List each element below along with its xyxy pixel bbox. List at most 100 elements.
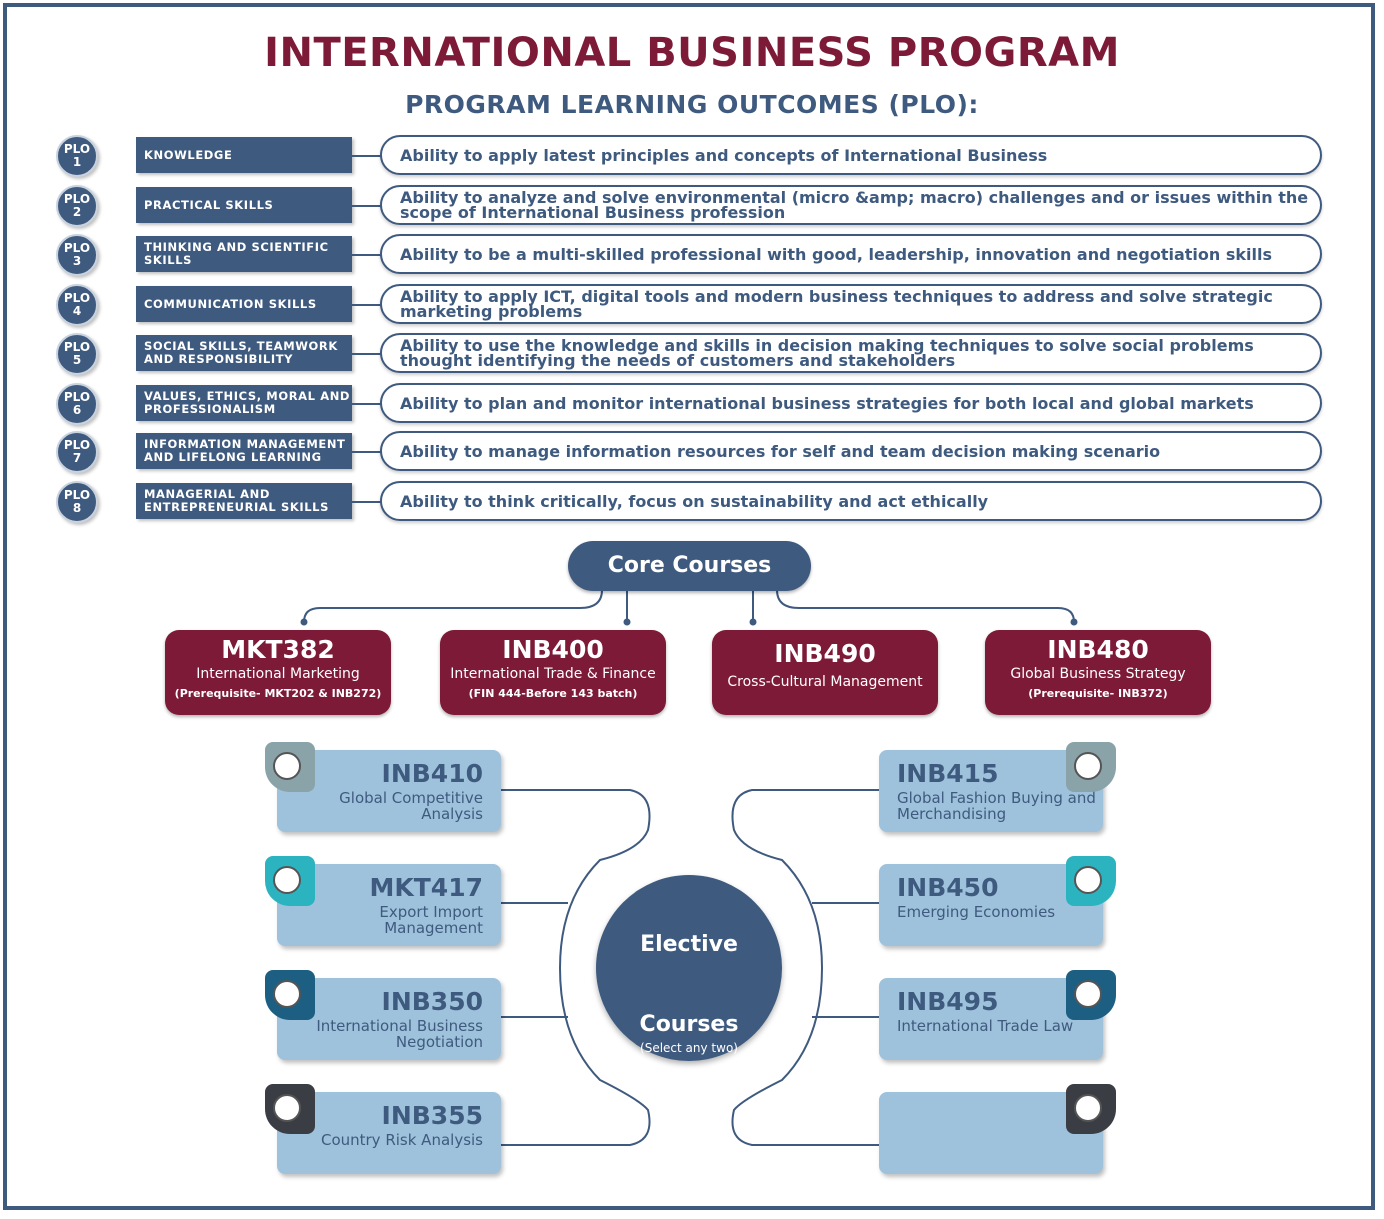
page-subtitle: PROGRAM LEARNING OUTCOMES (PLO):: [405, 90, 979, 119]
elective-course-code: INB495: [897, 987, 999, 1016]
course-tab-icon: [1066, 1084, 1116, 1134]
elective-course-name: Global Competitive Analysis: [339, 789, 483, 823]
plo-connector: [352, 205, 382, 207]
course-tab-icon: [1066, 970, 1116, 1020]
ring-icon: [1074, 866, 1102, 894]
course-tab-icon: [265, 856, 315, 906]
elective-note: (Select any two): [640, 1041, 738, 1055]
plo-category-label: VALUES, ETHICS, MORAL AND PROFESSIONALIS…: [136, 385, 352, 421]
plo-description: Ability to use the knowledge and skills …: [380, 333, 1322, 373]
plo-badge-tag: PLO: [63, 340, 91, 354]
plo-category-label: MANAGERIAL AND ENTREPRENEURIAL SKILLS: [136, 483, 352, 519]
core-course-name: International Marketing: [196, 666, 360, 682]
plo-description: Ability to analyze and solve environment…: [380, 185, 1322, 225]
plo-badge-tag: PLO: [63, 390, 91, 404]
plo-description: Ability to manage information resources …: [380, 431, 1322, 471]
elective-course-name: Country Risk Analysis: [320, 1131, 483, 1149]
course-tab-icon: [265, 742, 315, 792]
ring-icon: [1074, 980, 1102, 1008]
plo-description: Ability to plan and monitor internationa…: [380, 383, 1322, 423]
plo-connector: [352, 501, 382, 503]
ring-icon: [1074, 1094, 1102, 1122]
ring-icon: [273, 752, 301, 780]
core-courses-heading: Core Courses: [568, 541, 811, 591]
elective-course-code: INB415: [897, 759, 999, 788]
course-tab-icon: [265, 1084, 315, 1134]
plo-badge-number: 8: [72, 501, 82, 515]
ring-icon: [273, 980, 301, 1008]
plo-category-label: PRACTICAL SKILLS: [136, 187, 352, 223]
core-course-code: INB490: [774, 639, 876, 668]
plo-badge-tag: PLO: [63, 142, 91, 156]
plo-badge-tag: PLO: [63, 438, 91, 452]
plo-badge-number: 1: [72, 155, 82, 169]
plo-badge-tag: PLO: [63, 192, 91, 206]
ring-icon: [273, 1094, 301, 1122]
elective-course-name: Export Import Management: [379, 903, 483, 937]
course-tab-icon: [265, 970, 315, 1020]
plo-badge-number: 3: [72, 254, 82, 268]
plo-description: Ability to think critically, focus on su…: [380, 481, 1322, 521]
elective-course-code: INB355: [381, 1101, 483, 1130]
elective-course-code: MKT417: [369, 873, 484, 902]
elective-title-line1: Elective: [640, 932, 738, 957]
course-tab-icon: [1066, 742, 1116, 792]
plo-description: Ability to apply latest principles and c…: [380, 135, 1322, 175]
elective-course-name: Emerging Economies: [897, 903, 1056, 921]
plo-badge-tag: PLO: [63, 291, 91, 305]
core-course-prerequisite: (Prerequisite- MKT202 & INB272): [174, 687, 382, 700]
plo-badge-number: 6: [72, 403, 82, 417]
elective-course-code: INB410: [381, 759, 483, 788]
page-border: [3, 3, 1375, 1210]
elective-course-name: Global Fashion Buying and Merchandising: [897, 789, 1096, 823]
elective-course-name: International Business Negotiation: [316, 1017, 483, 1051]
course-tab-icon: [1066, 856, 1116, 906]
core-course-name: Global Business Strategy: [1010, 666, 1186, 682]
plo-connector: [352, 254, 382, 256]
core-course-prerequisite: (FIN 444-Before 143 batch): [468, 687, 638, 700]
core-course-name: International Trade & Finance: [450, 666, 656, 682]
page-title: INTERNATIONAL BUSINESS PROGRAM: [264, 30, 1120, 76]
plo-badge-number: 2: [72, 205, 82, 219]
elective-course-code: INB350: [381, 987, 483, 1016]
plo-connector: [352, 403, 382, 405]
ring-icon: [273, 866, 301, 894]
plo-badge-number: 7: [72, 451, 82, 465]
plo-connector: [352, 451, 382, 453]
elective-course-code: INB450: [897, 873, 999, 902]
elective-title-line2: Courses: [639, 1012, 739, 1037]
core-course-code: MKT382: [221, 635, 335, 664]
plo-category-label: INFORMATION MANAGEMENT AND LIFELONG LEAR…: [136, 433, 352, 469]
plo-badge-number: 4: [72, 304, 82, 318]
plo-connector: [352, 353, 382, 355]
plo-description: Ability to apply ICT, digital tools and …: [380, 284, 1322, 324]
plo-category-label: THINKING AND SCIENTIFIC SKILLS: [136, 236, 352, 272]
core-course-prerequisite: (Prerequisite- INB372): [1028, 687, 1168, 700]
plo-description: Ability to be a multi-skilled profession…: [380, 234, 1322, 274]
elective-course-name: International Trade Law: [897, 1017, 1074, 1035]
plo-category-label: KNOWLEDGE: [136, 137, 352, 173]
plo-badge-tag: PLO: [63, 241, 91, 255]
plo-connector: [352, 155, 382, 157]
core-course-code: INB400: [502, 635, 604, 664]
